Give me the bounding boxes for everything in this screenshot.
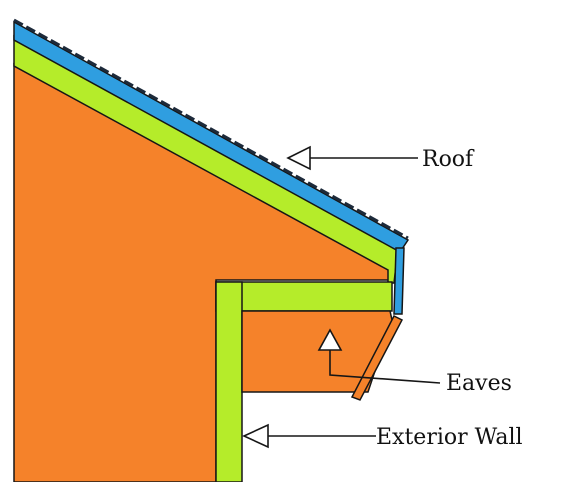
roof-shingle-texture — [13, 18, 409, 240]
wall-green-band — [215, 281, 243, 482]
roof-arrow — [286, 145, 418, 171]
fascia-board — [350, 314, 404, 401]
eaves-label: Eaves — [446, 371, 512, 396]
eaves-arrow — [317, 328, 441, 384]
exterior-wall-label: Exterior Wall — [376, 425, 523, 450]
drip-edge — [393, 247, 405, 315]
exterior-wall-arrow — [242, 423, 376, 449]
roof-label: Roof — [422, 147, 475, 172]
